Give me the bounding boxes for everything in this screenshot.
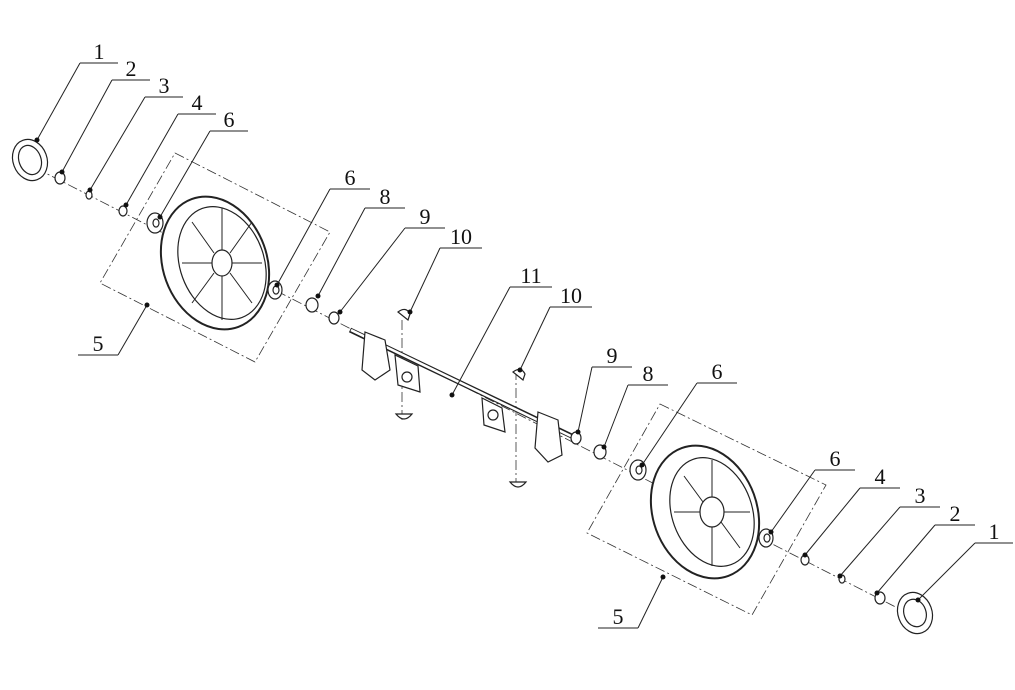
callout-5: 5 (78, 302, 150, 356)
wheel-assembly-box-left (99, 152, 331, 363)
washer-9-left (328, 311, 340, 325)
wheel-assembly-box-right (586, 403, 827, 616)
callout-2: 2 (59, 56, 150, 175)
callout-number: 11 (520, 263, 541, 288)
wheel-right (649, 444, 761, 580)
callout-8: 8 (315, 184, 405, 299)
callout-dot (123, 202, 129, 208)
callout-dot (660, 574, 666, 580)
callout-leader (839, 506, 901, 577)
callout-dot (575, 429, 581, 435)
callout-number: 6 (345, 165, 356, 190)
callout-leader (117, 304, 148, 356)
hub-cap-right (896, 591, 934, 635)
callout-leader (917, 542, 976, 601)
callout-leader (89, 96, 146, 191)
callout-leader (125, 113, 179, 206)
callout-dot (601, 444, 607, 450)
callout-number: 9 (420, 204, 431, 229)
callout-4: 4 (802, 464, 900, 558)
callout-dot (157, 214, 163, 220)
callout-leader (603, 384, 629, 448)
callout-number: 8 (643, 361, 654, 386)
callout-leader (276, 188, 331, 286)
callout-dot (315, 293, 321, 299)
callout-leader (770, 469, 816, 533)
callout-dot (874, 590, 880, 596)
callout-number: 8 (380, 184, 391, 209)
callout-dot (802, 552, 808, 558)
washer-8-left (305, 297, 319, 313)
callout-number: 2 (950, 501, 961, 526)
callout-leader (641, 382, 698, 466)
callout-10: 10 (517, 283, 592, 373)
callout-leader (637, 576, 664, 629)
hub-cap-left (11, 138, 49, 182)
callout-number: 1 (94, 39, 105, 64)
callout-10: 10 (407, 224, 482, 315)
callout-3: 3 (837, 483, 940, 579)
callout-8: 8 (601, 361, 668, 450)
pin-10-left-bottom (394, 413, 414, 420)
wheel-left (159, 195, 271, 331)
callout-leader (159, 130, 211, 218)
callout-dot (517, 367, 523, 373)
callout-dot (837, 573, 843, 579)
callout-2: 2 (874, 501, 975, 596)
callout-number: 10 (560, 283, 582, 308)
callout-dot (337, 309, 343, 315)
callout-9: 9 (337, 204, 445, 315)
callout-leader (317, 207, 366, 297)
callout-dot (407, 309, 413, 315)
pin-10-right-bottom (508, 481, 528, 488)
callout-number: 1 (989, 519, 1000, 544)
callout-leader (61, 79, 113, 173)
callout-9: 9 (575, 343, 632, 435)
callout-6: 6 (274, 165, 370, 288)
callout-dot (449, 392, 455, 398)
callout-4: 4 (123, 90, 216, 208)
callout-dot (915, 597, 921, 603)
callout-11: 11 (449, 263, 552, 398)
callout-1: 1 (34, 39, 118, 143)
callout-number: 9 (607, 343, 618, 368)
callout-dot (59, 169, 65, 175)
callout-leader (876, 524, 936, 594)
callout-6: 6 (639, 359, 737, 468)
callout-number: 3 (159, 73, 170, 98)
callout-6: 6 (768, 446, 855, 535)
callout-number: 10 (450, 224, 472, 249)
callout-dot (274, 282, 280, 288)
callout-leader (577, 366, 593, 433)
callout-dot (87, 187, 93, 193)
callout-leader (339, 227, 406, 313)
callout-dot (34, 137, 40, 143)
bracket-right (481, 396, 563, 463)
callout-number: 5 (93, 331, 104, 356)
callout-leader (409, 247, 441, 313)
callout-number: 4 (875, 464, 886, 489)
callout-number: 6 (830, 446, 841, 471)
callout-leader (519, 306, 551, 371)
callout-number: 2 (126, 56, 137, 81)
callout-number: 4 (192, 90, 203, 115)
callout-5: 5 (598, 574, 666, 629)
callout-number: 5 (613, 604, 624, 629)
callout-leader (451, 286, 511, 396)
bracket-left (361, 331, 421, 393)
callout-6: 6 (157, 107, 248, 220)
callout-leader (804, 487, 861, 556)
callout-number: 3 (915, 483, 926, 508)
washer-left (118, 205, 128, 217)
callout-3: 3 (87, 73, 183, 193)
callout-dot (639, 462, 645, 468)
callout-1: 1 (915, 519, 1013, 603)
callout-leader (36, 62, 81, 141)
callout-number: 6 (224, 107, 235, 132)
callout-dot (768, 529, 774, 535)
callout-number: 6 (712, 359, 723, 384)
callout-dot (144, 302, 150, 308)
